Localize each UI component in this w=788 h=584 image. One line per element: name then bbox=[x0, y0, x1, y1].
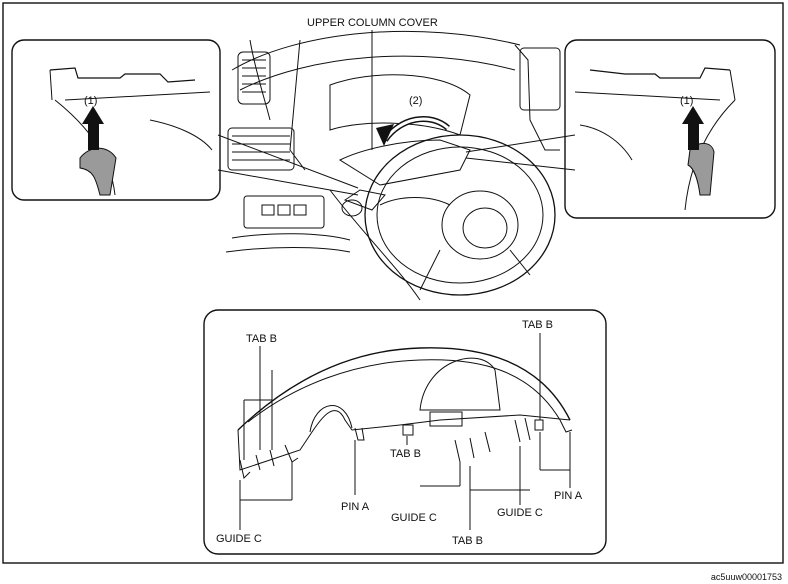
figure-code: ac5uuw00001753 bbox=[710, 572, 782, 582]
label-tab-b-center: TAB B bbox=[390, 448, 421, 460]
dashboard-illustration bbox=[225, 30, 561, 301]
right-inset bbox=[564, 39, 776, 219]
label-upper-column-cover: UPPER COLUMN COVER bbox=[307, 17, 438, 29]
bottom-inset bbox=[203, 309, 607, 555]
label-guide-c-center: GUIDE C bbox=[391, 512, 437, 524]
label-step-1-right: (1) bbox=[680, 95, 693, 107]
label-pin-a-right: PIN A bbox=[554, 490, 583, 502]
rotation-arrow bbox=[376, 115, 450, 146]
bottom-leader-lines bbox=[239, 333, 571, 530]
label-tab-b-bottom: TAB B bbox=[452, 535, 483, 547]
label-tab-b-right: TAB B bbox=[522, 319, 553, 331]
inset-leader-lines bbox=[217, 30, 576, 196]
label-step-1-left: (1) bbox=[84, 95, 97, 107]
label-guide-c-right: GUIDE C bbox=[497, 507, 543, 519]
label-guide-c-left: GUIDE C bbox=[216, 533, 262, 545]
outer-border bbox=[2, 2, 784, 564]
label-tab-b-left: TAB B bbox=[246, 333, 277, 345]
left-inset bbox=[11, 39, 221, 201]
label-step-2: (2) bbox=[409, 95, 422, 107]
label-pin-a-center: PIN A bbox=[341, 501, 370, 513]
